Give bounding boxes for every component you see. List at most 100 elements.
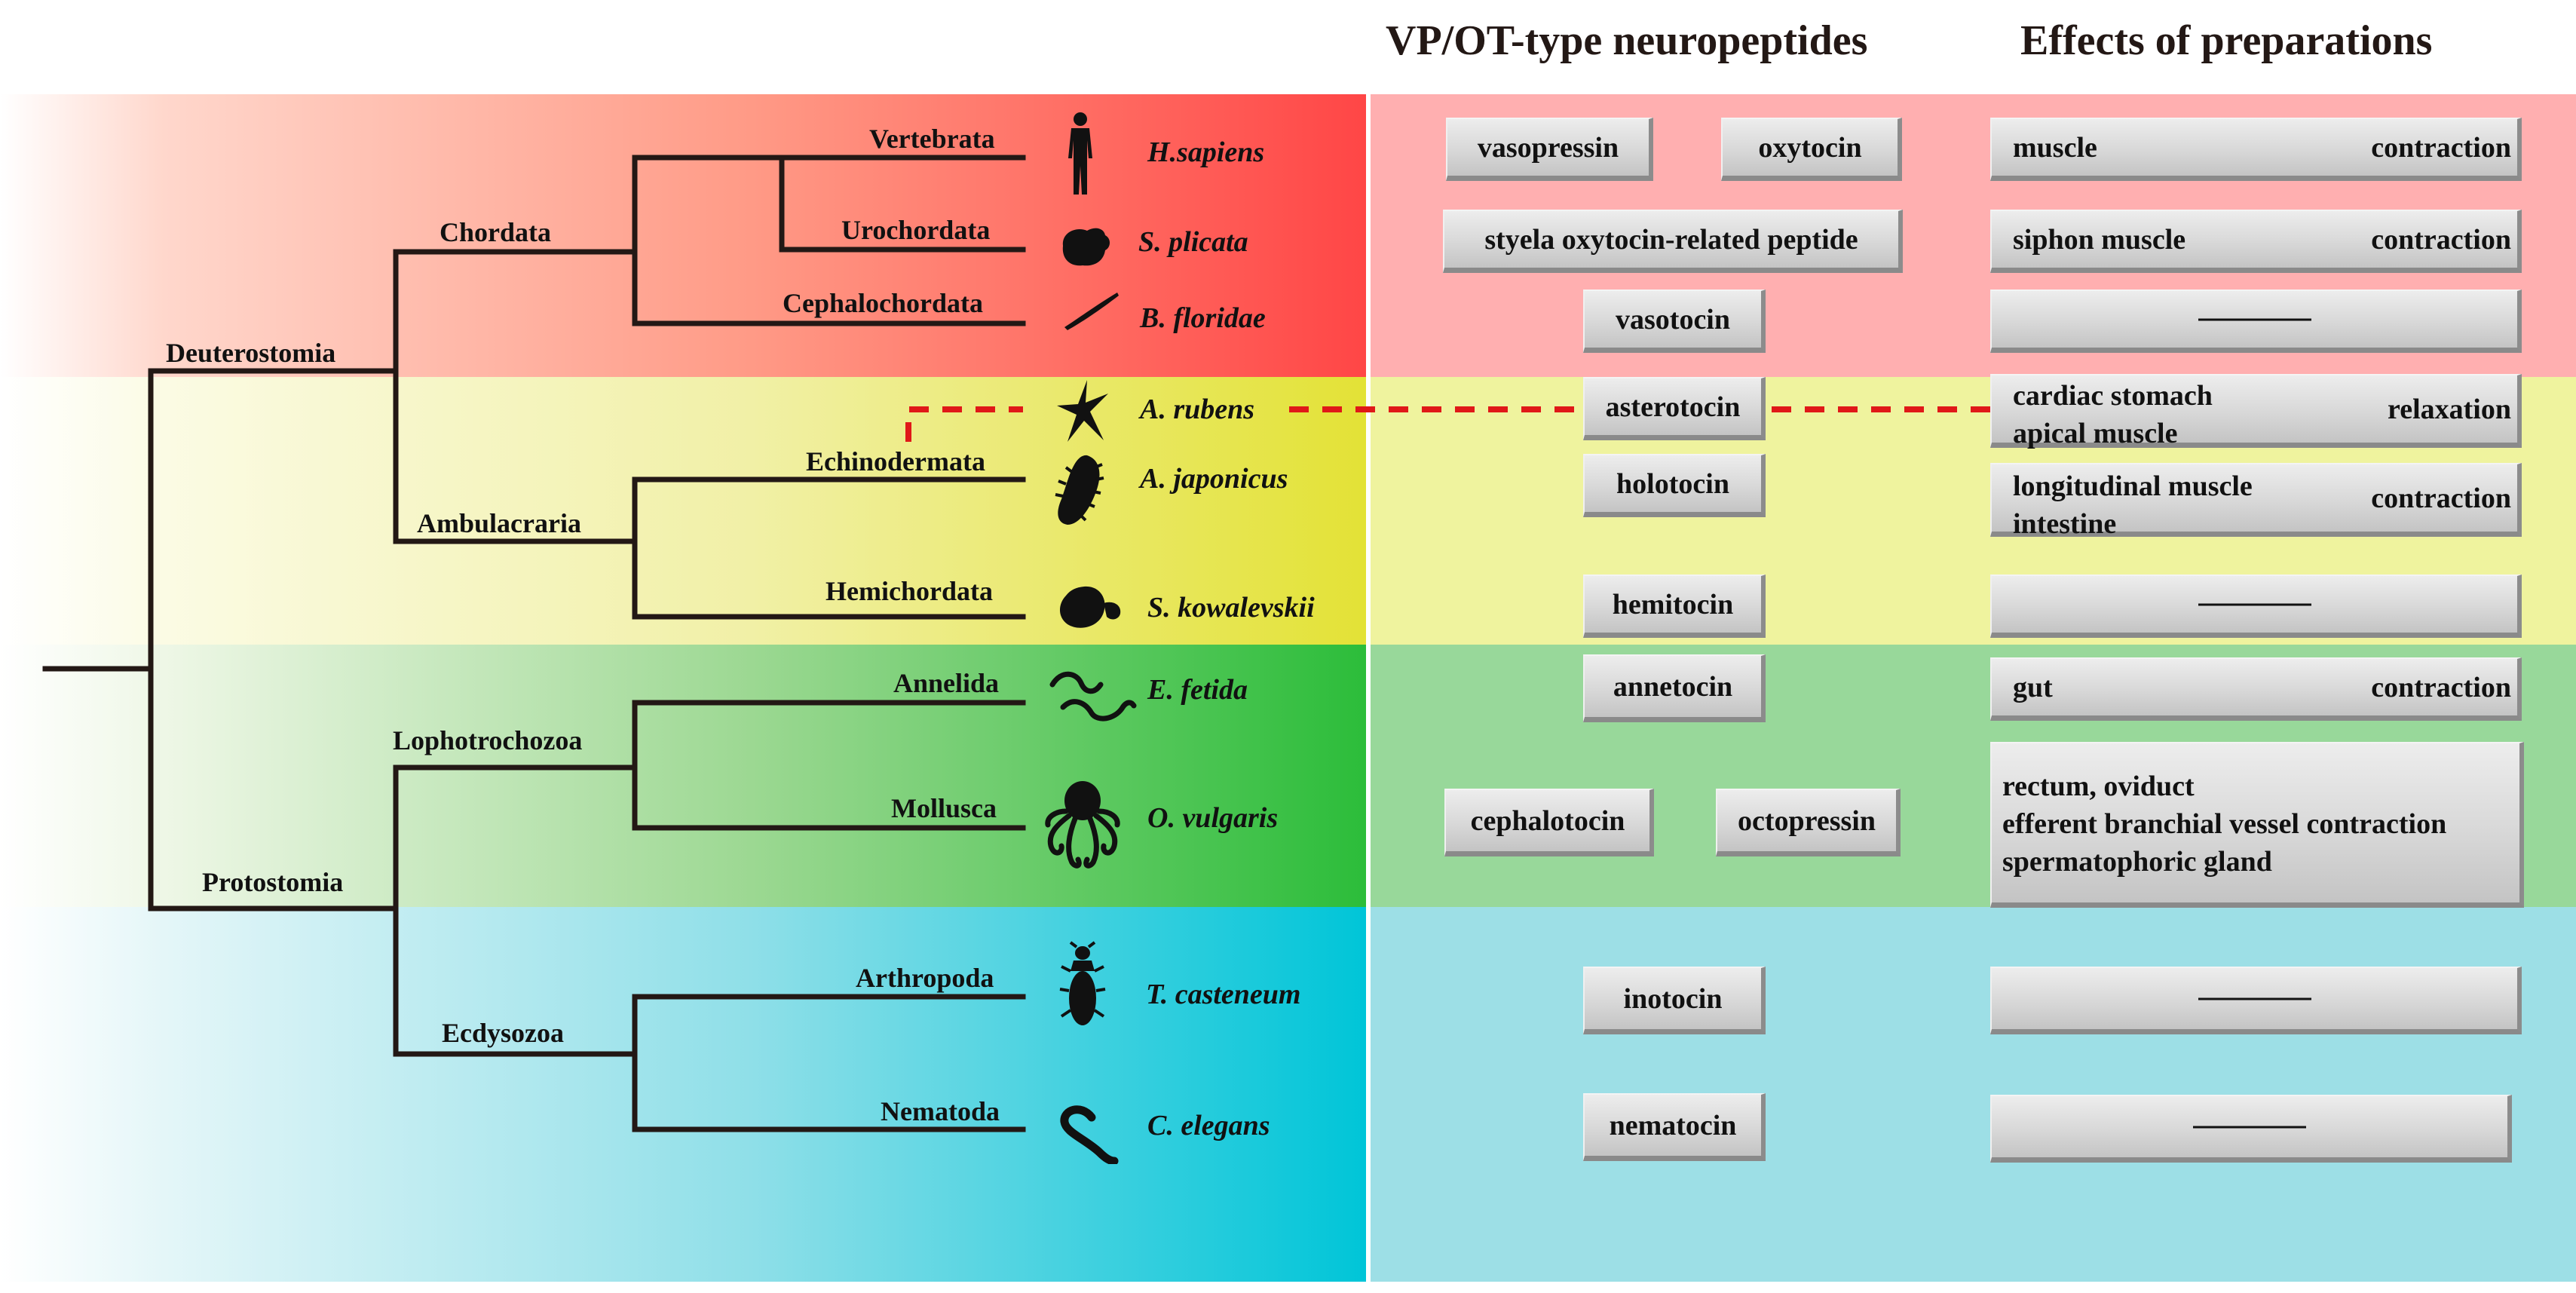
column-divider (1366, 94, 1371, 1282)
peptide-label: styela oxytocin-related peptide (1484, 223, 1858, 256)
peptide-label: octopressin (1738, 804, 1876, 837)
clade-hemichordata: Hemichordata (825, 576, 993, 606)
neuropeptides-header: VP/OT-type neuropeptides (1386, 17, 1868, 64)
lancelet-silhouette-icon (1064, 293, 1119, 330)
effects-header: Effects of preparations (2020, 17, 2433, 64)
clade-vertebrata: Vertebrata (869, 124, 995, 154)
peptide-label: nematocin (1609, 1109, 1737, 1141)
clade-lophotrochozoa: Lophotrochozoa (393, 725, 583, 755)
effect-tissue-line: cardiac stomach (2013, 380, 2213, 412)
effect-line: rectum, oviduct (2002, 771, 2195, 802)
peptide-label: inotocin (1623, 982, 1723, 1015)
chordata-band-left (0, 94, 1366, 377)
no-data-dash (2193, 1126, 2306, 1128)
effect-response: relaxation (2388, 393, 2511, 425)
sea-squirt-silhouette-icon (1062, 228, 1110, 266)
species-a-rubens: A. rubens (1140, 394, 1255, 425)
peptide-vasopressin: vasopressin (1446, 118, 1653, 181)
effect-response: contraction (2371, 223, 2511, 256)
peptide-octopressin: octopressin (1716, 789, 1901, 856)
no-data-dash (2198, 603, 2311, 605)
peptide-annetocin: annetocin (1583, 654, 1766, 722)
effect-c-elegans (1990, 1095, 2512, 1163)
peptide-label: vasotocin (1616, 303, 1730, 336)
acorn-worm-silhouette-icon (1060, 586, 1121, 628)
sea-cucumber-silhouette-icon (1055, 455, 1104, 525)
peptide-label: oxytocin (1758, 131, 1862, 164)
peptide-vasotocin: vasotocin (1583, 290, 1766, 353)
ambulacraria-band-left (0, 377, 1366, 645)
peptide-label: cephalotocin (1470, 804, 1625, 837)
peptide-label: holotocin (1616, 467, 1729, 500)
peptide-label: hemitocin (1612, 588, 1734, 620)
effect-tissue-line: longitudinal muscle (2013, 470, 2253, 502)
effect-tissue: longitudinal muscle intestine (2013, 467, 2253, 543)
effect-response: contraction (2371, 482, 2511, 514)
clade-ambulacraria: Ambulacraria (417, 508, 581, 538)
human-silhouette-icon (1068, 112, 1092, 195)
peptide-label: asterotocin (1605, 391, 1741, 423)
effect-a-rubens: cardiac stomach apical muscle relaxation (1990, 374, 2522, 449)
effect-tissue: siphon muscle (2013, 223, 2186, 256)
nematode-silhouette-icon (1060, 1105, 1119, 1164)
peptide-label: annetocin (1613, 670, 1733, 703)
effect-tissue: cardiac stomach apical muscle (2013, 377, 2213, 452)
peptide-nematocin: nematocin (1583, 1093, 1766, 1161)
beetle-silhouette-icon (1059, 941, 1106, 1025)
effect-e-fetida: gut contraction (1990, 657, 2522, 721)
clade-chordata: Chordata (440, 217, 552, 247)
clade-urochordata: Urochordata (841, 215, 991, 245)
ecdysozoa-band-left (0, 907, 1366, 1282)
peptide-holotocin: holotocin (1583, 454, 1766, 517)
peptide-inotocin: inotocin (1583, 967, 1766, 1034)
clade-ecdysozoa: Ecdysozoa (442, 1018, 564, 1048)
species-o-vulgaris: O. vulgaris (1147, 802, 1279, 834)
species-a-japonicus: A. japonicus (1140, 463, 1288, 495)
effect-a-japonicus: longitudinal muscle intestine contractio… (1990, 463, 2522, 540)
species-b-floridae: B. floridae (1140, 302, 1266, 334)
earthworm-silhouette-icon (1049, 671, 1137, 722)
effect-tissue-line: intestine (2013, 508, 2117, 541)
peptide-cephalotocin: cephalotocin (1444, 789, 1654, 856)
clade-mollusca: Mollusca (891, 793, 997, 823)
effect-response: contraction (2371, 131, 2511, 164)
effect-t-casteneum (1990, 967, 2522, 1034)
clade-echinodermata: Echinodermata (806, 446, 985, 476)
species-t-casteneum: T. casteneum (1146, 979, 1301, 1010)
no-data-dash (2198, 318, 2311, 320)
octopus-silhouette-icon (1045, 781, 1120, 869)
clade-annelida: Annelida (893, 668, 1000, 698)
clade-protostomia: Protostomia (202, 867, 344, 897)
species-c-elegans: C. elegans (1147, 1110, 1270, 1141)
peptide-asterotocin: asterotocin (1583, 377, 1766, 440)
effect-tissue: gut (2013, 671, 2053, 703)
lophotrochozoa-band-left (0, 645, 1366, 907)
peptide-hemitocin: hemitocin (1583, 574, 1766, 638)
effect-h-sapiens: muscle contraction (1990, 118, 2522, 181)
effect-tissue-line: apical muscle (2013, 418, 2178, 450)
no-data-dash (2198, 997, 2311, 1000)
species-e-fetida: E. fetida (1147, 674, 1248, 706)
species-s-plicata: S. plicata (1138, 226, 1248, 258)
effect-s-kowalevskii (1990, 574, 2522, 638)
effect-response: contraction (2371, 671, 2511, 703)
peptide-label: vasopressin (1477, 131, 1619, 164)
peptide-styela: styela oxytocin-related peptide (1443, 210, 1903, 273)
clade-cephalochordata: Cephalochordata (783, 288, 984, 318)
effect-o-vulgaris: rectum, oviduct efferent branchial vesse… (1990, 742, 2524, 908)
clade-nematoda: Nematoda (881, 1096, 1000, 1126)
effect-line: efferent branchial vessel contraction (2002, 808, 2447, 841)
effect-b-floridae (1990, 290, 2522, 353)
effect-lines: rectum, oviduct efferent branchial vesse… (2002, 768, 2446, 881)
species-h-sapiens: H.sapiens (1147, 136, 1265, 168)
effect-tissue: muscle (2013, 131, 2097, 164)
effect-line: spermatophoric gland (2002, 846, 2272, 878)
peptide-oxytocin: oxytocin (1721, 118, 1902, 181)
effect-s-plicata: siphon muscle contraction (1990, 210, 2522, 273)
species-s-kowalevskii: S. kowalevskii (1147, 592, 1315, 624)
clade-deuterostomia: Deuterostomia (166, 338, 336, 368)
clade-arthropoda: Arthropoda (856, 963, 994, 993)
starfish-silhouette-icon (1057, 380, 1108, 442)
